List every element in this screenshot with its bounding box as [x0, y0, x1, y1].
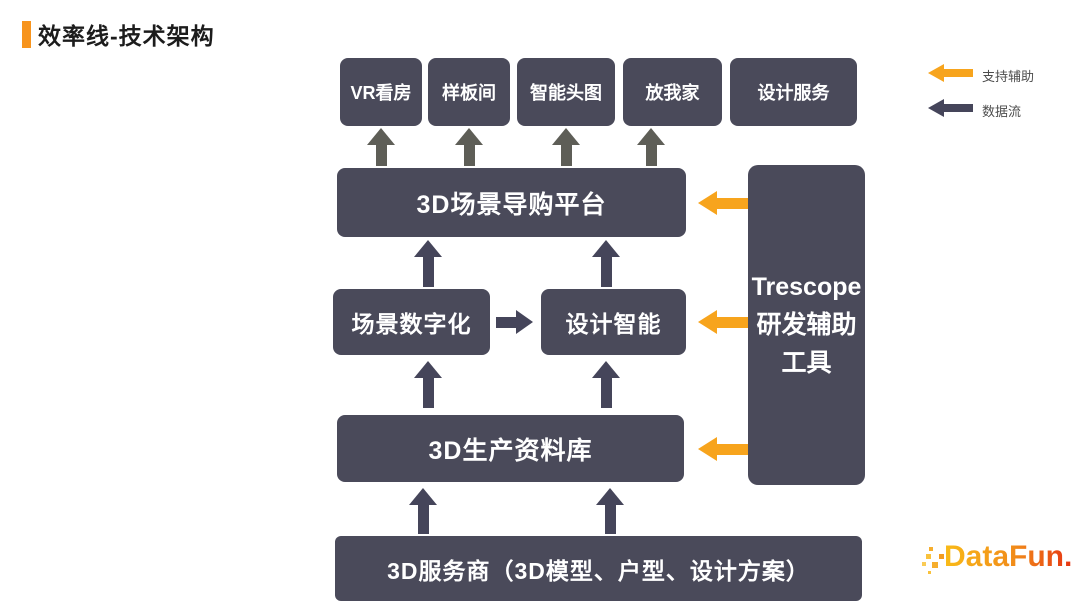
trescope-line-1: Trescope — [751, 273, 862, 301]
top-box-design-service: 设计服务 — [730, 58, 857, 126]
up-arrow-icon — [637, 128, 665, 166]
logo-pixel-decoration — [932, 562, 938, 568]
resource-library-box: 3D生产资料库 — [337, 415, 684, 482]
scene-digitization-box: 场景数字化 — [333, 289, 490, 355]
up-arrow-icon — [414, 361, 442, 408]
up-arrow-icon — [455, 128, 483, 166]
dataflow-arrow-icon — [928, 99, 973, 117]
platform-box: 3D场景导购平台 — [337, 168, 686, 237]
up-arrow-icon — [592, 240, 620, 287]
legend-dataflow-label: 数据流 — [982, 104, 1022, 119]
datafun-logo: DataFun. — [920, 538, 1080, 586]
top-box-smart-image: 智能头图 — [517, 58, 615, 126]
trescope-tool-box: Trescope 研发辅助 工具 — [748, 165, 865, 485]
up-arrow-icon — [592, 361, 620, 408]
logo-pixel-decoration — [922, 562, 926, 566]
logo-pixel-decoration — [939, 554, 944, 559]
up-arrow-icon — [414, 240, 442, 287]
up-arrow-icon — [552, 128, 580, 166]
right-arrow-icon — [496, 309, 533, 335]
up-arrow-icon — [409, 488, 437, 534]
support-arrow-icon — [698, 191, 748, 215]
logo-text: DataFun. — [944, 540, 1073, 573]
provider-box: 3D服务商（3D模型、户型、设计方案） — [335, 536, 862, 601]
trescope-line-2: 研发辅助 — [756, 311, 857, 339]
design-intelligence-box: 设计智能 — [541, 289, 686, 355]
top-box-vr-viewing: VR看房 — [340, 58, 422, 126]
logo-pixel-decoration — [928, 571, 931, 574]
title-accent-bar — [22, 21, 31, 48]
top-box-fangwojia: 放我家 — [623, 58, 722, 126]
up-arrow-icon — [367, 128, 395, 166]
support-arrow-icon — [698, 310, 748, 334]
support-arrow-icon — [928, 64, 973, 82]
top-box-sample-room: 样板间 — [428, 58, 510, 126]
up-arrow-icon — [596, 488, 624, 534]
trescope-line-3: 工具 — [781, 349, 832, 377]
logo-pixel-decoration — [929, 547, 933, 551]
page-title: 效率线-技术架构 — [38, 23, 215, 49]
logo-pixel-decoration — [926, 554, 931, 559]
legend-support-label: 支持辅助 — [982, 69, 1035, 84]
support-arrow-icon — [698, 437, 748, 461]
